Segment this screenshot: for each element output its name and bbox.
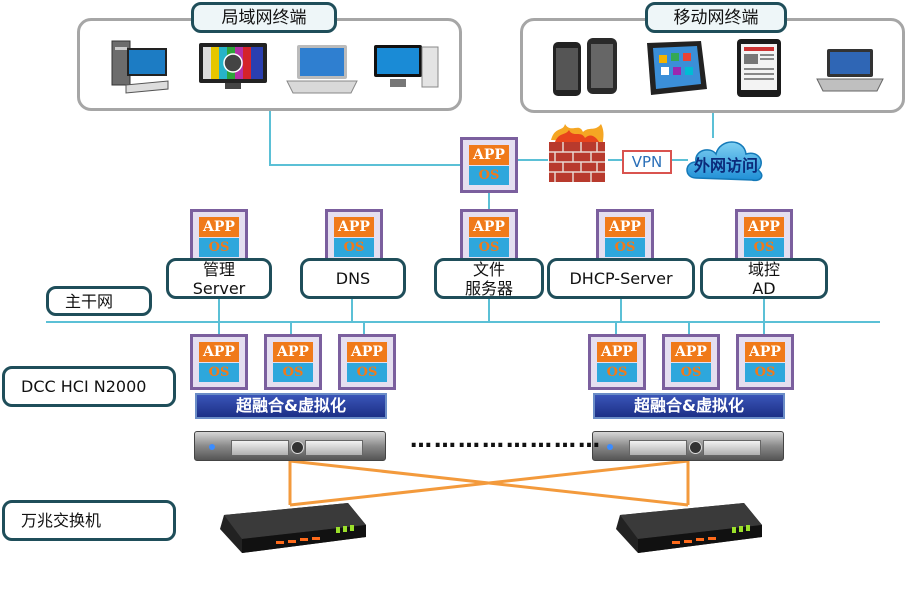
app-label: APP — [347, 342, 387, 362]
mobile-terminal-group — [520, 18, 905, 113]
os-label: OS — [273, 363, 313, 382]
desktop-pc-icon — [111, 40, 169, 94]
management-server-box: 管理 Server — [166, 258, 272, 299]
lan-link — [269, 108, 460, 166]
server-icon — [592, 431, 784, 461]
app-label: APP — [671, 342, 711, 362]
mobile-terminal-title: 移动网终端 — [645, 2, 787, 33]
app-label: APP — [597, 342, 637, 362]
os-label: OS — [469, 166, 509, 185]
dns-server-box: DNS — [300, 258, 406, 299]
firewall-icon — [549, 124, 605, 182]
app-label: APP — [334, 217, 374, 237]
vpn-label: VPN — [622, 150, 672, 174]
app-label: APP — [605, 217, 645, 237]
os-label: OS — [605, 238, 645, 257]
dhcp-server-box: DHCP-Server — [547, 258, 695, 299]
app-label: APP — [745, 342, 785, 362]
app-label: APP — [273, 342, 313, 362]
internet-access-label: 外网访问 — [693, 156, 758, 175]
domain-controller-box: 域控 AD — [700, 258, 828, 299]
app-label: APP — [199, 217, 239, 237]
server-icon — [194, 431, 386, 461]
os-label: OS — [469, 238, 509, 257]
os-label: OS — [671, 363, 711, 382]
monitor-icon — [199, 43, 267, 89]
smartphone-icon — [553, 38, 617, 96]
app-label: APP — [199, 342, 239, 362]
ereader-icon — [737, 39, 781, 97]
tablet-icon — [647, 41, 707, 95]
cloud-icon — [686, 141, 763, 182]
gateway-app-os-icon: APP OS — [460, 137, 518, 193]
os-label: OS — [745, 363, 785, 382]
netbook-icon — [816, 49, 884, 92]
switch-label: 万兆交换机 — [2, 500, 176, 541]
lan-terminal-group — [77, 18, 462, 111]
product-label: DCC HCI N2000 — [2, 366, 176, 407]
backbone-label: 主干网 — [46, 286, 152, 316]
app-label: APP — [744, 217, 784, 237]
laptop-icon — [286, 45, 358, 94]
app-label: APP — [469, 217, 509, 237]
lan-terminal-title: 局域网终端 — [191, 2, 337, 33]
os-label: OS — [597, 363, 637, 382]
os-label: OS — [199, 363, 239, 382]
os-label: OS — [744, 238, 784, 257]
app-label: APP — [469, 145, 509, 165]
hci-virtualization-bar-right: 超融合&虚拟化 — [593, 393, 785, 419]
more-servers-ellipsis: …………………… — [410, 428, 602, 453]
os-label: OS — [199, 238, 239, 257]
hci-virtualization-bar-left: 超融合&虚拟化 — [195, 393, 387, 419]
os-label: OS — [347, 363, 387, 382]
switch-icon — [220, 503, 366, 553]
file-server-box: 文件 服务器 — [434, 258, 544, 299]
switch-icon — [616, 503, 762, 553]
os-label: OS — [334, 238, 374, 257]
all-in-one-pc-icon — [374, 45, 439, 88]
server2-switch1-link — [289, 459, 689, 507]
